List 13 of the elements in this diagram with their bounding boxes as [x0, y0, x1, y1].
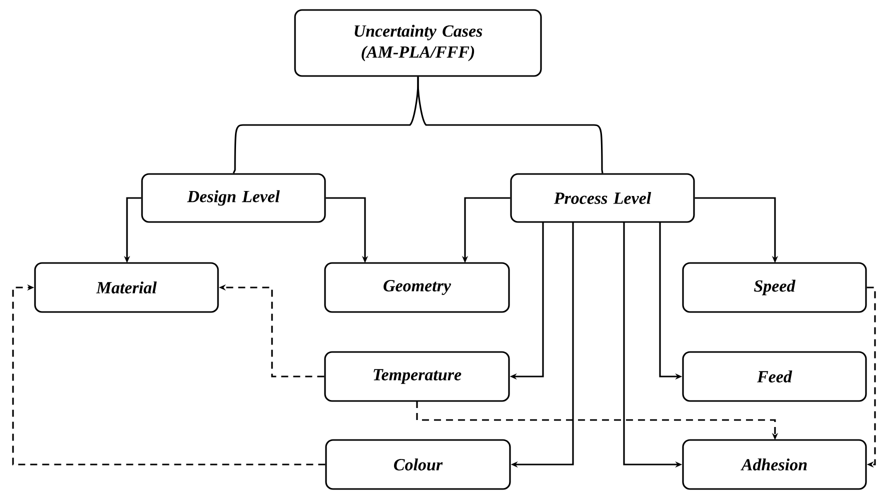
process-box: Colour: [325, 439, 511, 490]
process-box: Adhesion: [682, 439, 867, 490]
brace-connector: [417, 76, 604, 174]
process-box: Material: [34, 262, 219, 313]
process-box: Process Level: [510, 173, 695, 223]
arrow: [12, 284, 326, 466]
process-box: Design Level: [141, 173, 326, 223]
process-box: Uncertainty Cases (AM-PLA/FFF): [294, 9, 542, 77]
process-box: Speed: [682, 262, 867, 313]
process-box: Feed: [682, 351, 867, 402]
process-box: Temperature: [324, 351, 510, 402]
arrow: [866, 286, 876, 468]
process-box: Geometry: [324, 262, 510, 313]
